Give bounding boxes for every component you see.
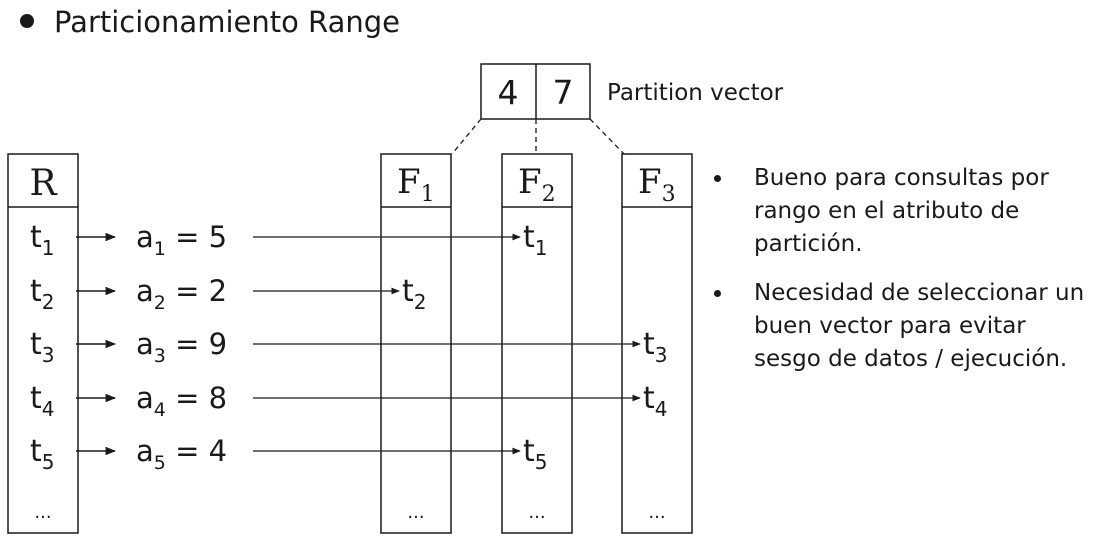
attribute-equals: =	[166, 220, 209, 254]
tuple-label: t2	[30, 274, 55, 314]
fragment-tuple-label-base: t	[402, 274, 414, 309]
attribute-sub: 3	[154, 345, 166, 367]
fragment-name-2-base: F	[518, 162, 542, 202]
attribute-equals: =	[166, 381, 209, 415]
tuple-label-sub: 4	[42, 397, 55, 421]
relation-ellipsis: ...	[34, 502, 51, 523]
fragment-tuple-label-sub: 3	[655, 343, 668, 367]
attribute-number: 8	[209, 381, 227, 415]
note-item: Necesidad de seleccionar un buen vector …	[710, 277, 1090, 376]
attribute-value: a1 = 5	[136, 220, 227, 260]
attribute-name: a	[136, 220, 154, 254]
fragment-name-1: F1	[397, 162, 435, 207]
attribute-number: 9	[209, 327, 227, 361]
attribute-name: a	[136, 327, 154, 361]
attribute-value: a3 = 9	[136, 327, 227, 367]
attribute-name: a	[136, 434, 154, 468]
attribute-value: a2 = 2	[136, 274, 227, 314]
tuple-label: t3	[30, 327, 55, 367]
attribute-value: a4 = 8	[136, 381, 227, 421]
partition-vector-value: 4	[498, 73, 519, 112]
fragment-tuple-label-sub: 1	[535, 236, 548, 260]
tuple-label-base: t	[30, 274, 42, 309]
connector-f3	[589, 118, 625, 155]
attribute-number: 2	[209, 274, 227, 308]
tuple-label-base: t	[30, 434, 42, 469]
fragment-tuple-label-sub: 2	[414, 290, 427, 314]
fragment-tuple-label: t5	[523, 434, 548, 474]
bullet-dot-icon	[20, 14, 34, 28]
fragment-tuple-label-base: t	[523, 220, 535, 255]
tuple-label-base: t	[30, 327, 42, 362]
tuple-label-sub: 1	[42, 236, 55, 260]
fragment-name-1-sub: 1	[421, 182, 435, 207]
fragment-name-3-sub: 3	[662, 182, 676, 207]
connector-f1	[451, 118, 482, 155]
tuple-label: t1	[30, 220, 55, 260]
fragment-tuple-label-sub: 4	[655, 397, 668, 421]
fragment-name-2: F2	[518, 162, 556, 207]
tuple-label: t4	[30, 381, 55, 421]
relation-name: R	[29, 163, 57, 204]
tuple-label-base: t	[30, 220, 42, 255]
tuple-label: t5	[30, 434, 55, 474]
fragment-name-3-base: F	[638, 162, 662, 202]
attribute-value: a5 = 4	[136, 434, 227, 474]
fragment-tuple-label: t4	[643, 381, 668, 421]
partition-vector-value: 7	[553, 73, 574, 112]
fragment-ellipsis-1: ...	[407, 502, 424, 523]
note-item: Bueno para consultas por rango en el atr…	[710, 162, 1090, 261]
partition-vector-label: Partition vector	[607, 80, 784, 106]
notes-list: Bueno para consultas por rango en el atr…	[710, 162, 1090, 392]
fragment-tuple-label-base: t	[643, 327, 655, 362]
fragment-tuple-label-sub: 5	[535, 450, 548, 474]
relation-table: R...	[7, 153, 79, 534]
attribute-name: a	[136, 381, 154, 415]
slide-title-text: Particionamiento Range	[54, 5, 400, 39]
fragment-name-3: F3	[638, 162, 676, 207]
tuple-label-base: t	[30, 381, 42, 416]
attribute-sub: 4	[154, 399, 166, 421]
fragment-tuple-label-base: t	[643, 381, 655, 416]
attribute-sub: 2	[154, 292, 166, 314]
attribute-number: 5	[209, 220, 227, 254]
attribute-sub: 1	[154, 238, 166, 260]
attribute-equals: =	[166, 434, 209, 468]
fragment-ellipsis-2: ...	[528, 502, 545, 523]
attribute-name: a	[136, 274, 154, 308]
fragment-name-2-sub: 2	[542, 182, 556, 207]
fragment-tuple-label: t2	[402, 274, 427, 314]
attribute-equals: =	[166, 274, 209, 308]
fragment-tuple-label: t3	[643, 327, 668, 367]
partition-connectors	[451, 118, 625, 155]
fragment-ellipsis-3: ...	[648, 502, 665, 523]
fragment-name-1-base: F	[397, 162, 421, 202]
tuple-label-sub: 2	[42, 290, 55, 314]
tuple-label-sub: 3	[42, 343, 55, 367]
tuple-label-sub: 5	[42, 450, 55, 474]
attribute-number: 4	[209, 434, 227, 468]
fragment-tuple-label-base: t	[523, 434, 535, 469]
fragment-tuple-label: t1	[523, 220, 548, 260]
attribute-equals: =	[166, 327, 209, 361]
slide-title: Particionamiento Range	[20, 2, 400, 42]
attribute-sub: 5	[154, 452, 166, 474]
